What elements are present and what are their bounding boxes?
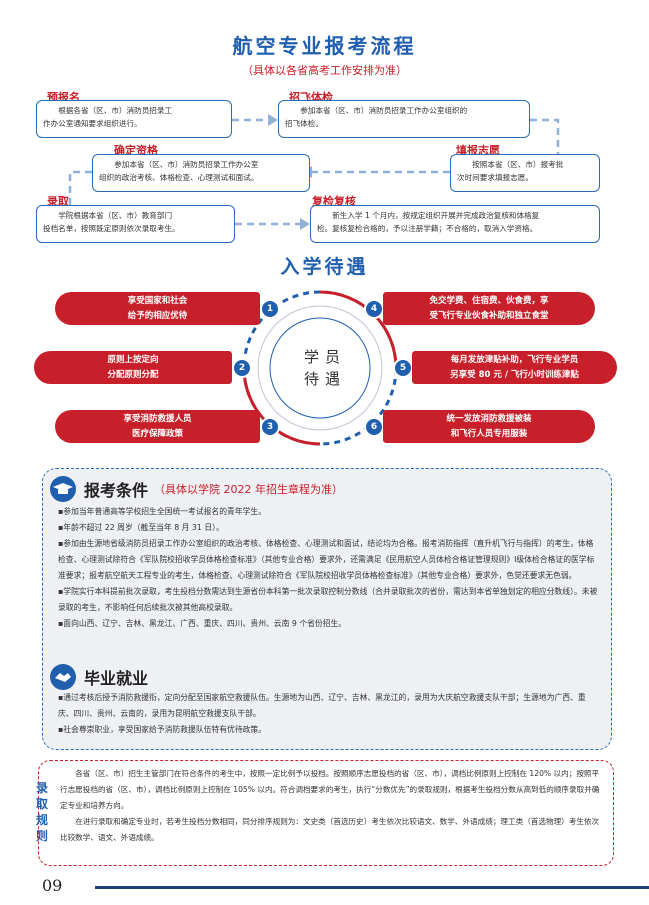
step-text: 新生入学 1 个月内，按规定组织开展并完成政治复核和体格复: [332, 211, 540, 220]
benefit-text: 统一发放消防救援被装: [446, 413, 532, 424]
step-admission-box: 学院根据本省（区、市）教育部门 投档名单，按照既定原则依次录取考生。: [36, 205, 235, 243]
step-review-label: 复检复核: [312, 195, 356, 208]
step-application-label: 填报志愿: [456, 144, 500, 157]
step-admission-label: 录取: [47, 195, 69, 208]
step-qualification-box: 参加本省（区、市）消防员招录工作办公室 组织的政治考核、体格检查、心理测试和面试…: [92, 154, 310, 192]
step-text: 按照本省（区、市）报考批: [472, 160, 564, 169]
step-text: 参加本省（区、市）消防员招录工作办公室: [114, 160, 259, 169]
condition-item-4: ▪学院实行本科提前批次录取，考生投档分数需达到生源省份本科第一批次录取控制分数线…: [58, 587, 598, 612]
step-text: 作办公室通知要求组织进行。: [43, 119, 142, 128]
benefit-number-4: 4: [364, 299, 384, 319]
rules-label-char: 规: [35, 813, 48, 827]
rules-panel: [38, 760, 614, 866]
benefit-number-1: 1: [260, 299, 280, 319]
rules-paragraph-2: 在进行录取和确定专业时，若考生投档分数相同，同分排序规则为：文史类（首选历史）考…: [60, 817, 600, 842]
benefit-text: 另享受 80 元 / 飞行小时训练津贴: [450, 369, 579, 380]
condition-item-5: ▪面向山西、辽宁、吉林、黑龙江、广西、重庆、四川、贵州、云南 9 个省份招生。: [58, 619, 347, 628]
benefit-text: 享受国家和社会: [127, 295, 188, 306]
step-text: 招飞体检。: [285, 119, 323, 128]
rules-label: 录 取 规 则: [35, 780, 49, 844]
benefit-text: 原则上按定向: [107, 354, 159, 365]
page-title: 航空专业报考流程: [232, 34, 417, 58]
rules-label-char: 则: [35, 829, 48, 843]
rules-paragraph-1: 各省（区、市）招生主管部门在符合条件的考生中，按照一定比例予以投档。按照顺序志愿…: [60, 769, 600, 810]
benefit-text: 受飞行专业伙食补助和独立食堂: [429, 310, 549, 321]
benefit-number-2: 2: [232, 358, 252, 378]
footer-bar: [95, 886, 649, 889]
condition-item-1: ▪参加当年普通高等学校招生全国统一考试报名的青年学生。: [58, 507, 267, 516]
center-label-line2: 待遇: [303, 370, 346, 388]
benefit-text: 医疗保障政策: [131, 428, 183, 439]
rules-label-char: 取: [35, 797, 48, 811]
conditions-title: 报考条件: [84, 481, 149, 500]
benefit-text: 和飞行人员专用服装: [450, 428, 528, 439]
step-application-box: 按照本省（区、市）报考批 次时间要求填报志愿。: [450, 154, 600, 192]
benefit-1: 享受国家和社会 给予的相应优待: [55, 292, 260, 325]
benefit-text: 给予的相应优待: [127, 310, 188, 321]
page-number: 09: [42, 876, 63, 895]
step-preregistration-box: 根据各省（区、市）消防员招录工 作办公室通知要求组织进行。: [36, 100, 232, 138]
employment-item-1: ▪通过考核后授予消防救援衔，定向分配至国家航空救援队伍。生源地为山西、辽宁、吉林…: [58, 693, 586, 718]
employment-list: ▪通过考核后授予消防救援衔，定向分配至国家航空救援队伍。生源地为山西、辽宁、吉林…: [58, 690, 598, 738]
employment-title: 毕业就业: [84, 669, 149, 688]
conditions-note: （具体以学院 2022 年招生章程为准）: [154, 483, 343, 496]
benefit-2: 原则上按定向 分配原则分配: [34, 351, 232, 384]
step-qualification-label: 确定资格: [114, 144, 158, 157]
rules-label-char: 录: [35, 781, 48, 795]
step-text: 投档名单，按照既定原则依次录取考生。: [43, 224, 180, 233]
step-text: 参加本省（区、市）消防员招录工作办公室组织的: [300, 106, 468, 115]
conditions-panel: [42, 468, 612, 750]
step-text: 根据各省（区、市）消防员招录工: [58, 106, 173, 115]
step-physical-exam-box: 参加本省（区、市）消防员招录工作办公室组织的 招飞体检。: [278, 100, 530, 138]
benefit-number-3: 3: [260, 417, 280, 437]
benefit-text: 每月发放津贴补助，飞行专业学员: [450, 354, 579, 365]
benefit-number-6: 6: [364, 417, 384, 437]
step-text: 次时间要求填报志愿。: [457, 173, 533, 182]
step-text: 组织的政治考核、体格检查、心理测试和面试。: [99, 173, 259, 182]
benefit-3: 享受消防救援人员 医疗保障政策: [55, 410, 260, 443]
conditions-list: ▪参加当年普通高等学校招生全国统一考试报名的青年学生。 ▪年龄不超过 22 周岁…: [58, 504, 598, 632]
step-review-box: 新生入学 1 个月内，按规定组织开展并完成政治复核和体格复 检。复核复检合格的，…: [310, 205, 600, 243]
step-text: 检。复核复检合格的，予以注册学籍；不合格的，取消入学资格。: [317, 224, 538, 233]
graduation-cap-icon: [50, 476, 76, 502]
benefit-4: 免交学费、住宿费、伙食费，享 受飞行专业伙食补助和独立食堂: [383, 292, 595, 325]
condition-item-2: ▪年龄不超过 22 周岁（截至当年 8 月 31 日）。: [58, 523, 224, 532]
benefit-6: 统一发放消防救援被装 和飞行人员专用服装: [383, 410, 595, 443]
page-subtitle: （具体以各省高考工作安排为准）: [242, 64, 407, 77]
employment-item-2: ▪社会尊崇职业，享受国家给予消防救援队伍特有优待政策。: [58, 725, 267, 734]
enrollment-title: 入学待遇: [280, 256, 369, 278]
handshake-icon: [50, 664, 76, 690]
benefit-number-5: 5: [393, 358, 413, 378]
benefit-text: 分配原则分配: [107, 369, 159, 380]
rules-text: 各省（区、市）招生主管部门在符合条件的考生中，按照一定比例予以投档。按照顺序志愿…: [60, 766, 600, 846]
condition-item-3: ▪参加由生源地省级消防员招录工作办公室组织的政治考核、体格检查、心理测试和面试，…: [58, 539, 595, 580]
benefit-text: 享受消防救援人员: [123, 413, 192, 424]
step-text: 学院根据本省（区、市）教育部门: [58, 211, 173, 220]
center-label-line1: 学员: [303, 348, 346, 366]
benefit-text: 免交学费、住宿费、伙食费，享: [429, 295, 549, 306]
benefit-5: 每月发放津贴补助，飞行专业学员 另享受 80 元 / 飞行小时训练津贴: [412, 351, 617, 384]
